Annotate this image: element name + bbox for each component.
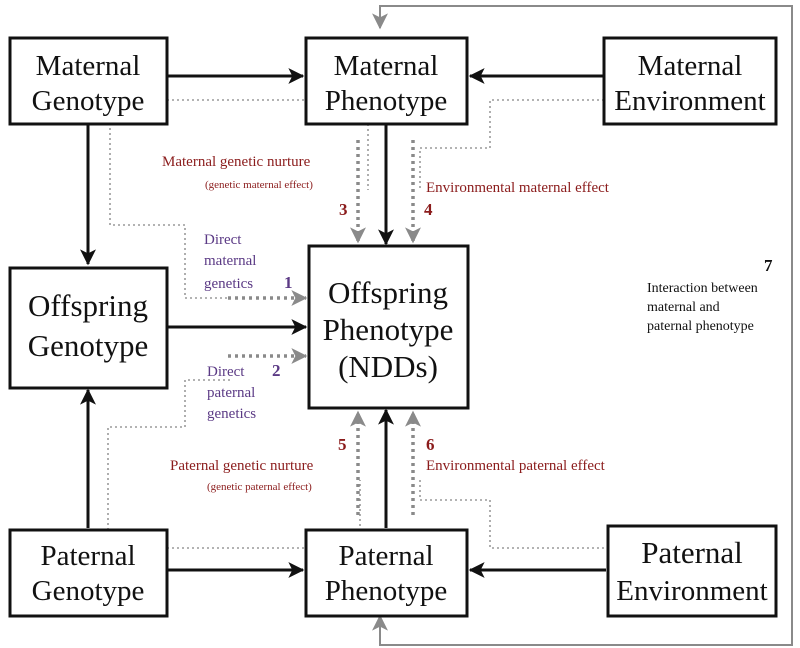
- number-3: 3: [339, 200, 348, 219]
- maternal-environment-to-env-effect-line: [419, 99, 604, 190]
- offspring-phenotype-line3: (NDDs): [338, 349, 438, 384]
- paternal-genetic-nurture-label: Paternal genetic nurture: [170, 458, 314, 474]
- number-7: 7: [764, 256, 773, 275]
- maternal-environment-box: Maternal Environment: [602, 36, 778, 126]
- maternal-phenotype-line1: Maternal: [334, 50, 439, 82]
- paternal-environment-box: Paternal Environment: [606, 524, 778, 618]
- maternal-genetic-nurture-sublabel: (genetic maternal effect): [205, 179, 313, 191]
- maternal-environment-line1: Maternal: [638, 50, 743, 82]
- direct-maternal-line2: maternal: [204, 253, 256, 269]
- offspring-genotype-line1: Offspring: [28, 288, 148, 323]
- number-2: 2: [272, 361, 281, 380]
- paternal-environment-to-env-effect-line: [419, 480, 604, 549]
- interaction-line1: Interaction between: [647, 281, 758, 296]
- maternal-genotype-line1: Maternal: [36, 50, 141, 82]
- paternal-genotype-line1: Paternal: [40, 540, 135, 572]
- paternal-environment-line1: Paternal: [641, 535, 743, 570]
- environmental-paternal-label: Environmental paternal effect: [426, 458, 606, 474]
- offspring-phenotype-line1: Offspring: [328, 275, 448, 310]
- paternal-genotype-line2: Genotype: [32, 575, 145, 607]
- interaction-line2: maternal and: [647, 300, 720, 315]
- direct-paternal-line2: paternal: [207, 385, 255, 401]
- offspring-genotype-box: Offspring Genotype: [8, 266, 169, 390]
- environmental-maternal-label: Environmental maternal effect: [426, 180, 610, 196]
- direct-paternal-line3: genetics: [207, 406, 256, 422]
- number-5: 5: [338, 435, 347, 454]
- paternal-genotype-to-direct-line: [107, 379, 230, 530]
- direct-paternal-line1: Direct: [207, 364, 245, 380]
- paternal-genetic-nurture-sublabel: (genetic paternal effect): [207, 481, 312, 493]
- maternal-genotype-box: Maternal Genotype: [8, 36, 169, 126]
- maternal-environment-line2: Environment: [614, 85, 765, 117]
- interaction-line3: paternal phenotype: [647, 319, 754, 334]
- maternal-phenotype-box: Maternal Phenotype: [304, 36, 469, 126]
- paternal-phenotype-box: Paternal Phenotype: [304, 528, 469, 618]
- maternal-genetic-nurture-label: Maternal genetic nurture: [162, 154, 311, 170]
- offspring-phenotype-box: Offspring Phenotype (NDDs): [307, 244, 470, 410]
- paternal-phenotype-line1: Paternal: [338, 540, 433, 572]
- number-1: 1: [284, 273, 293, 292]
- maternal-phenotype-line2: Phenotype: [325, 85, 447, 117]
- paternal-environment-line2: Environment: [616, 575, 767, 607]
- direct-maternal-line3: genetics: [204, 276, 253, 292]
- direct-maternal-line1: Direct: [204, 232, 242, 248]
- number-4: 4: [424, 200, 433, 219]
- maternal-genotype-to-direct-line: [109, 123, 230, 299]
- offspring-genotype-line2: Genotype: [28, 328, 149, 363]
- offspring-phenotype-line2: Phenotype: [323, 312, 454, 347]
- number-6: 6: [426, 435, 435, 454]
- maternal-genotype-line2: Genotype: [32, 85, 145, 117]
- paternal-genotype-box: Paternal Genotype: [8, 528, 169, 618]
- paternal-phenotype-line2: Phenotype: [325, 575, 447, 607]
